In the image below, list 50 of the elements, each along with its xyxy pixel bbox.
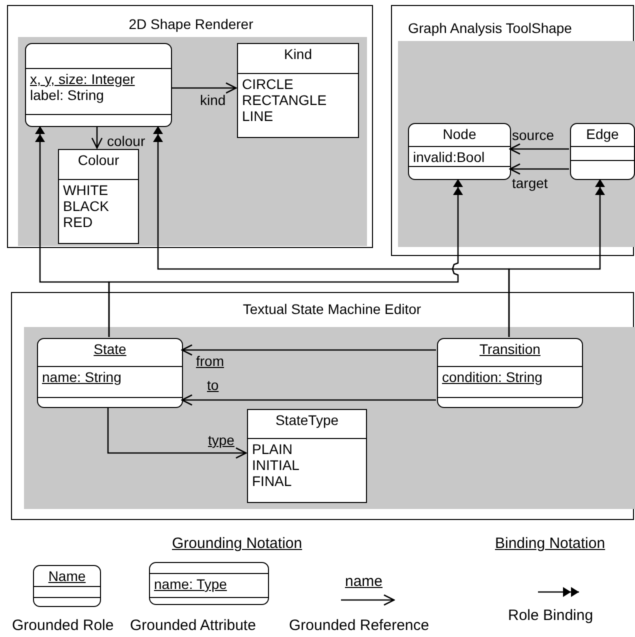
notation-heading: Grounding Notation	[172, 536, 302, 552]
enum-literal-list: CIRCLE RECTANGLE LINE	[242, 76, 327, 124]
class-box	[58, 149, 139, 244]
class-box	[237, 43, 359, 138]
reference-arrow	[509, 163, 569, 175]
attribute-text: label: String	[30, 87, 104, 103]
class-box	[33, 565, 101, 607]
enum-literal-list: PLAIN INITIAL FINAL	[252, 441, 299, 489]
attribute-text: name: Type	[154, 576, 227, 592]
class-name: StateType	[275, 412, 339, 428]
class-name: Transition	[480, 341, 540, 357]
notation-heading: name	[345, 574, 383, 590]
attribute-text: invalid:Bool	[413, 149, 485, 165]
component-panel	[391, 5, 634, 256]
class-name: Edge	[586, 126, 619, 142]
attribute-text: name: String	[42, 369, 122, 385]
enum-literal-list: WHITE BLACK RED	[63, 182, 109, 230]
caption-text: Role Binding	[508, 608, 594, 624]
attribute-text: condition: String	[442, 369, 542, 385]
caption-text: Grounded Role	[12, 618, 114, 634]
caption-text: Grounded Attribute	[130, 618, 256, 634]
panel-title: Graph Analysis ToolShape	[408, 20, 572, 36]
reference-arrow	[509, 143, 569, 155]
notation-heading: Binding Notation	[495, 536, 606, 552]
class-name: State	[94, 341, 126, 357]
class-name: Node	[442, 126, 476, 142]
panel-title: 2D Shape Renderer	[128, 16, 254, 32]
class-box	[25, 43, 172, 127]
reference-arrow	[181, 344, 436, 356]
reference-arrow	[181, 394, 436, 406]
component-panel	[11, 292, 634, 520]
reference-arrow	[91, 126, 103, 149]
class-box	[37, 338, 183, 408]
attribute-text: x, y, size: Integer	[30, 71, 135, 87]
edge-label: from	[196, 353, 224, 369]
caption-text: Grounded Reference	[289, 618, 430, 634]
panel-title: Textual State Machine Editor	[242, 301, 422, 317]
edge-label: colour	[107, 133, 146, 149]
class-name: Colour	[78, 152, 120, 168]
class-box	[247, 409, 367, 503]
class-box	[570, 123, 635, 180]
edge-label: kind	[200, 92, 226, 108]
class-box	[149, 562, 269, 605]
reference-arrow	[171, 82, 237, 94]
class-box	[408, 123, 511, 180]
class-box	[437, 338, 583, 408]
component-panel	[7, 5, 373, 248]
class-name: Kind	[284, 46, 312, 62]
class-name: Name	[48, 568, 86, 584]
reference-arrow	[107, 407, 247, 459]
